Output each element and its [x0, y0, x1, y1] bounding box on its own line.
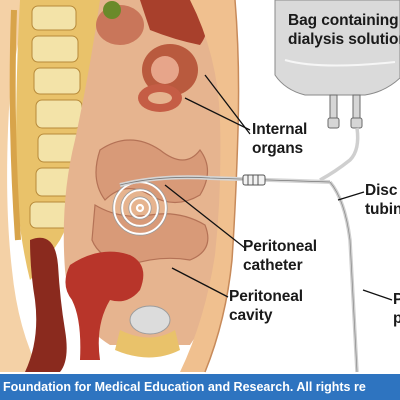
pubic-bone: [115, 330, 180, 358]
label-peritoneal-cavity: Peritoneal cavity: [229, 287, 303, 325]
label-p-line2: p: [393, 310, 400, 327]
bag-tubing: [319, 127, 360, 182]
label-organs-line1: Internal: [252, 121, 308, 138]
uterus: [65, 251, 144, 360]
vertebrae: [29, 5, 83, 229]
label-catheter-line1: Peritoneal: [243, 238, 317, 255]
catheter-tube-outline: [119, 176, 331, 186]
label-internal-organs: Internal organs: [252, 120, 307, 158]
label-p-line1: P: [393, 291, 400, 308]
label-bag-line1: Bag containing: [288, 12, 399, 29]
label-peritoneal-catheter: Peritoneal catheter: [243, 237, 317, 275]
label-bag-line2: dialysis solution: [288, 31, 400, 48]
bag-ports: [327, 94, 363, 129]
label-bag: Bag containing dialysis solution: [288, 11, 400, 49]
front-skin-edge: [204, 0, 240, 373]
spinal-cord: [9, 9, 21, 241]
copyright-footer: Foundation for Medical Education and Res…: [0, 374, 400, 400]
front-skin: [180, 0, 239, 372]
label-disc-line1: Disc: [365, 182, 398, 199]
label-organs-line2: organs: [252, 140, 304, 157]
drain-tubing-outline: [329, 181, 358, 373]
upper-organs: [96, 0, 208, 112]
label-cavity-line2: cavity: [229, 307, 273, 324]
label-cut-off-right: P p: [393, 290, 400, 328]
leader-lines: [164, 74, 393, 301]
rectum: [25, 237, 67, 372]
bag-shine: [284, 59, 396, 67]
label-catheter-line2: catheter: [243, 257, 303, 274]
label-disc-line2: tubing: [365, 201, 400, 218]
tube-connector: [242, 174, 266, 186]
label-cavity-line1: Peritoneal: [229, 288, 303, 305]
dialysis-bag: [274, 0, 400, 96]
label-disc-tubing: Disc tubing: [365, 181, 400, 219]
bladder: [129, 305, 171, 335]
